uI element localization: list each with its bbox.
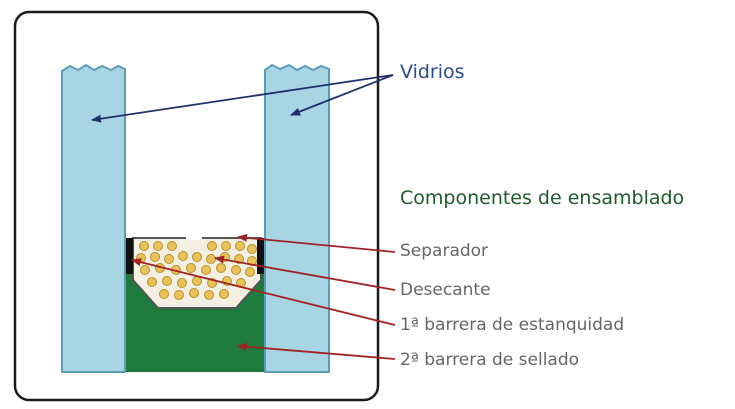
arrow-vidrios-right [290, 74, 394, 116]
glass-pane-left [61, 63, 126, 373]
components-title: Componentes de ensamblado [400, 187, 685, 209]
arrow-icon [91, 74, 394, 123]
primary-seal-left [126, 238, 133, 274]
desiccant-granules [136, 241, 257, 300]
component-label-desecante: Desecante [400, 280, 491, 300]
arrow-desecante [214, 255, 396, 291]
component-label-separador: Separador [400, 241, 489, 261]
glass-label: Vidrios [400, 61, 465, 83]
primary-seal-right [257, 238, 264, 274]
arrow-segunda-barrera [237, 342, 396, 360]
arrow-vidrios-left [91, 74, 394, 123]
arrow-separador [237, 233, 396, 253]
glass-pane-right [264, 63, 330, 373]
component-label-primera-barrera: 1ª barrera de estanquidad [400, 315, 625, 335]
arrow-primera-barrera [131, 258, 396, 326]
arrow-icon [131, 233, 396, 360]
spacer-slot [186, 236, 202, 240]
component-label-segunda-barrera: 2ª barrera de sellado [400, 350, 580, 370]
